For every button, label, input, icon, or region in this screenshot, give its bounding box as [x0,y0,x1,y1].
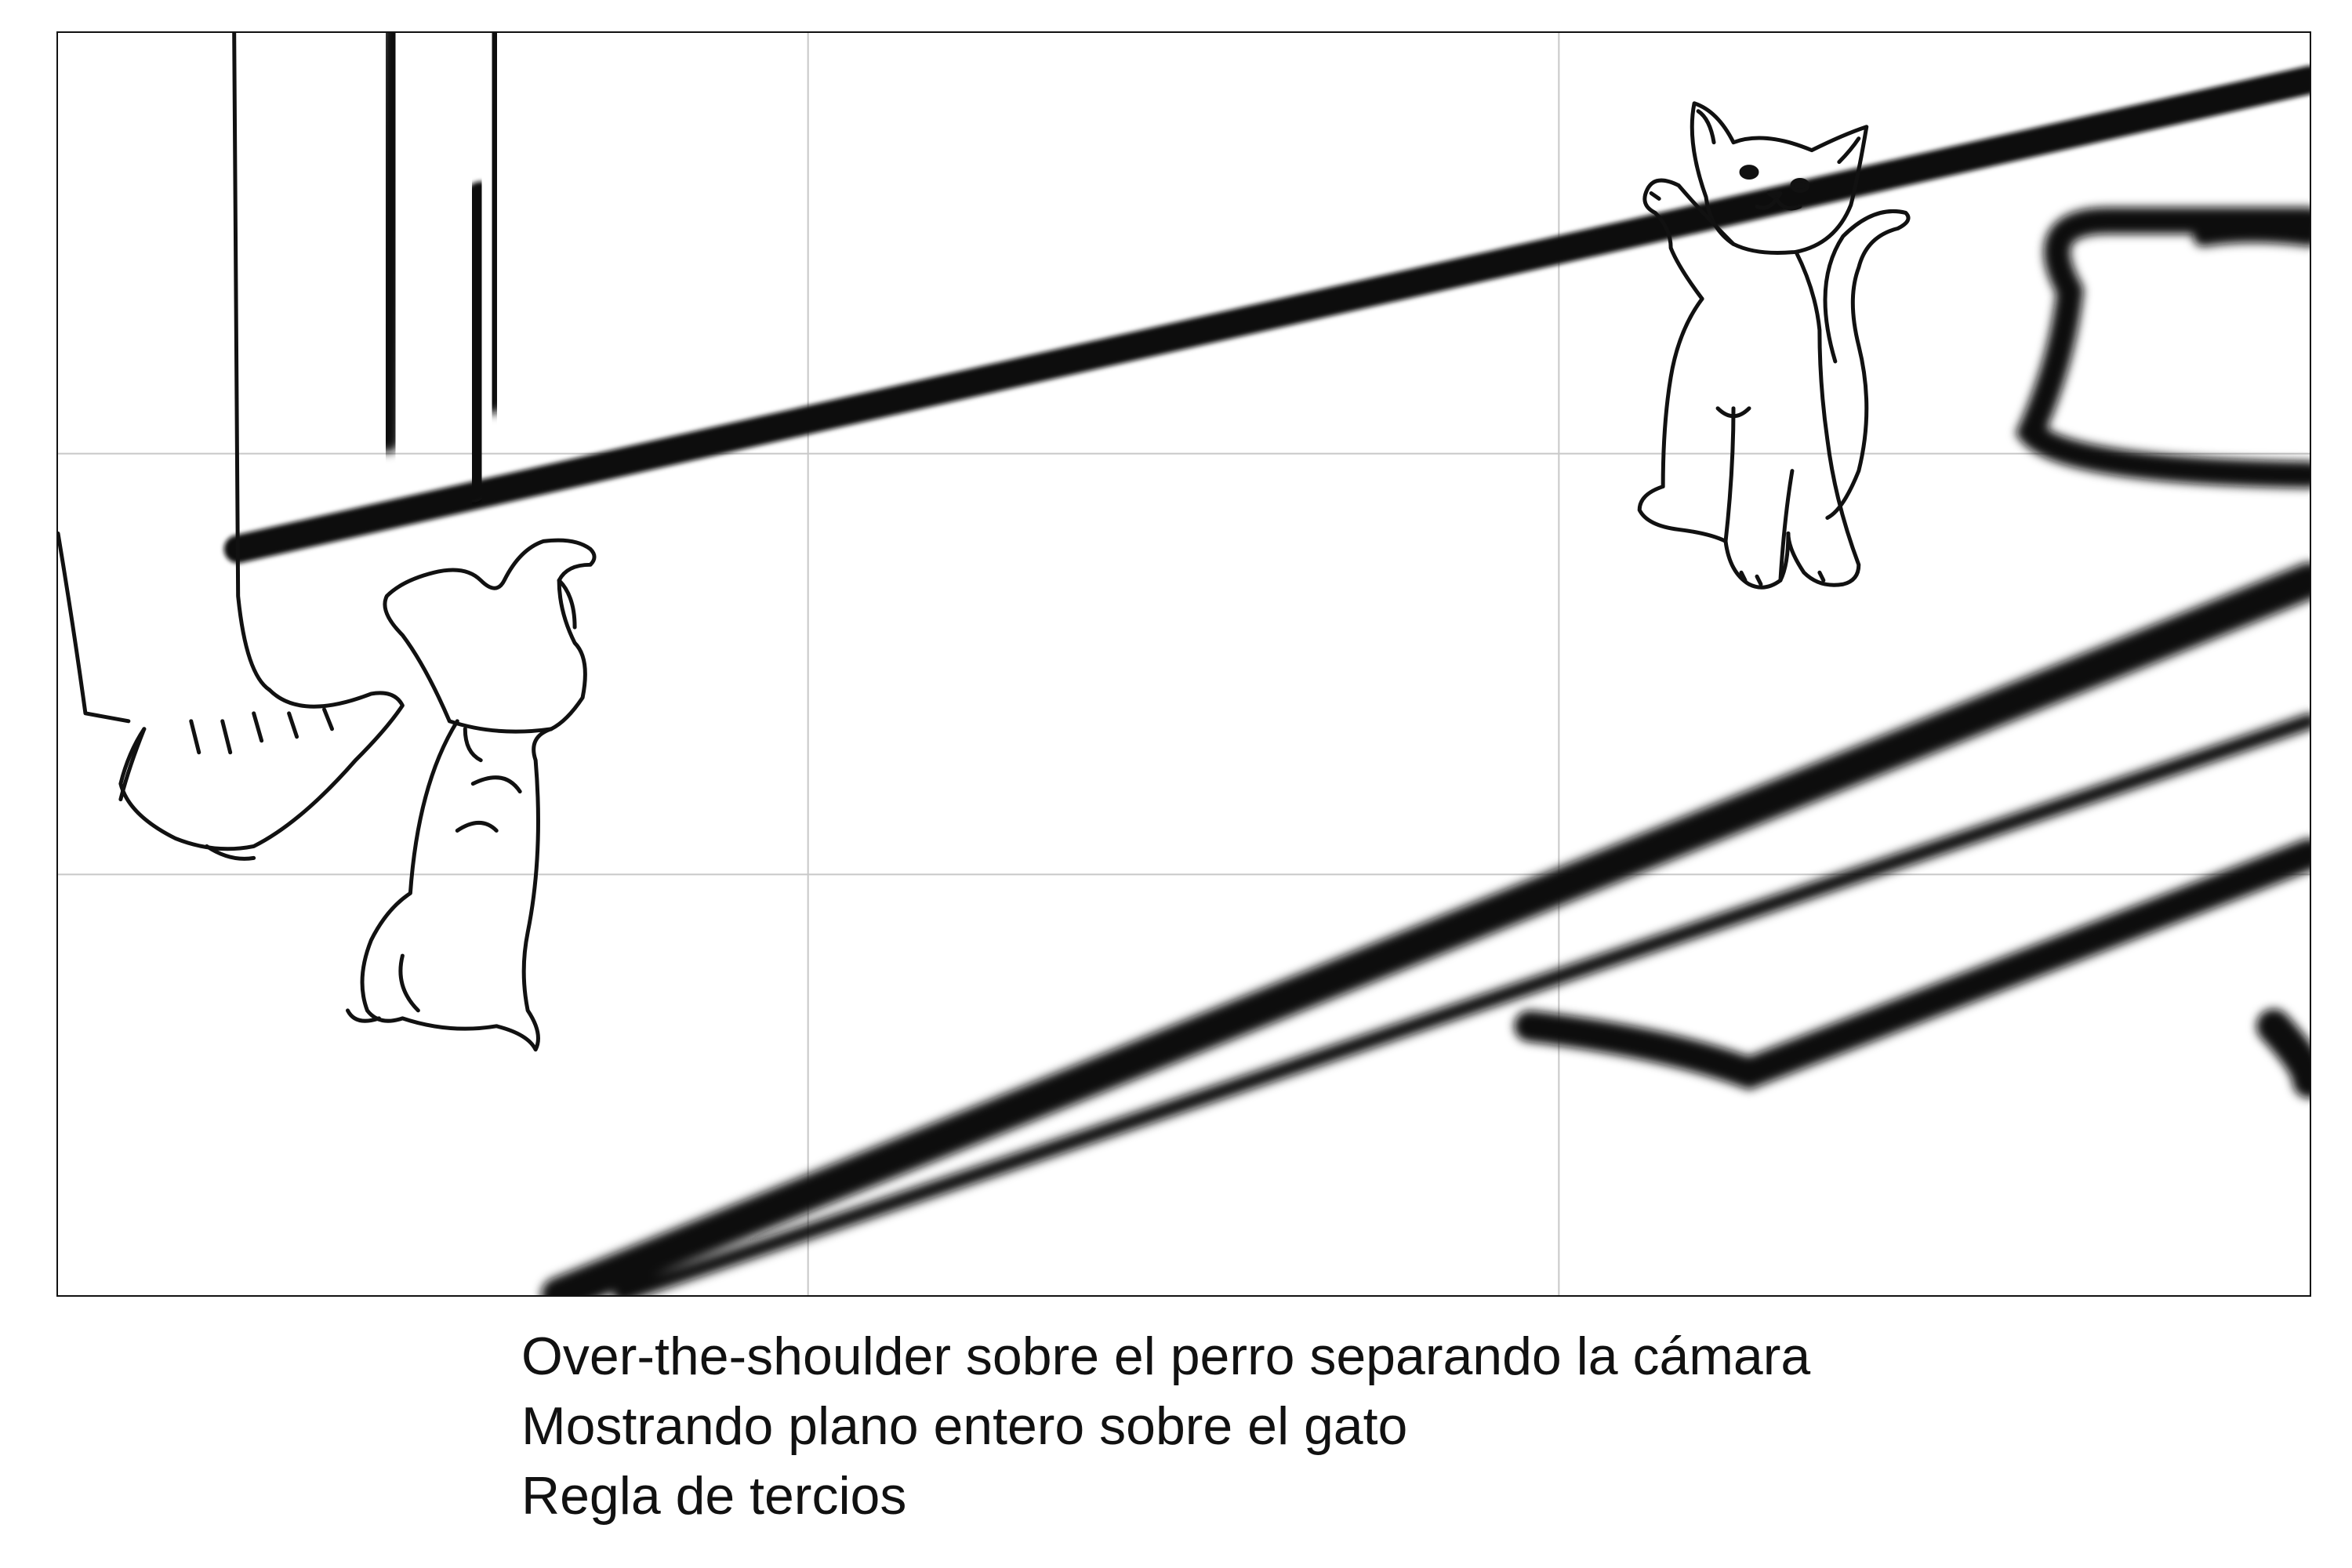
person-leg [58,33,405,861]
caption-line-2: Mostrando plano entero sobre el gato [521,1396,1408,1456]
caption-line-1: Over-the-shoulder sobre el perro separan… [521,1327,1811,1386]
caption-line-3: Regla de tercios [521,1466,907,1526]
background-pot [2015,207,2310,488]
panel-drawing [58,33,2310,1295]
background-railing [223,33,2310,564]
caption: Over-the-shoulder sobre el perro separan… [521,1322,2246,1531]
foreground-rail [541,562,2310,1295]
storyboard-panel [56,31,2311,1297]
cat [1637,101,1911,590]
dog [345,538,597,1052]
